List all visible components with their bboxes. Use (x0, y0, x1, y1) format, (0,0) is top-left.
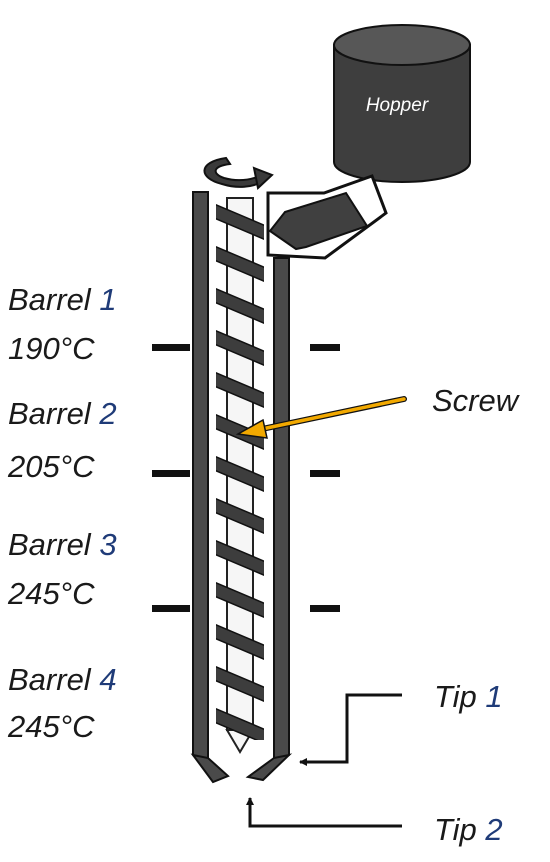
screw-flight-9 (216, 540, 264, 576)
zone-2-temp: 205°C (7, 449, 95, 484)
barrel (190, 191, 293, 784)
screw-flight-12 (216, 666, 264, 702)
tip-callouts: Tip 1 Tip 2 (246, 679, 503, 847)
screw-flight-5 (216, 372, 264, 408)
rotation-arrow-head (252, 166, 274, 190)
screw-flight-3 (216, 288, 264, 324)
hopper-cylinder-body (333, 44, 471, 183)
zone-1-temp: 190°C (8, 331, 95, 366)
screw-pointer-head (235, 418, 268, 439)
barrel-left-nozzle (190, 753, 230, 784)
barrel-right-wall (273, 257, 290, 762)
zone-marker-left-3 (152, 605, 190, 612)
screw-flight-7 (216, 456, 264, 492)
tip-1-label: Tip 1 (434, 679, 503, 714)
zone-markers (152, 344, 340, 612)
hopper: Hopper (266, 24, 471, 260)
tip-2-leader (246, 797, 402, 828)
screw-flight-13 (216, 708, 264, 740)
barrel-left-wall (192, 191, 209, 759)
zone-4-title: Barrel 4 (8, 662, 117, 697)
zone-1-title: Barrel 1 (8, 282, 117, 317)
screw (216, 197, 264, 754)
hopper-feed-block-arrow (268, 191, 369, 251)
screw-flight-2 (216, 246, 264, 282)
rotation-arrow (203, 156, 274, 190)
zone-marker-right-2 (310, 470, 340, 477)
screw-flight-1 (216, 204, 264, 240)
rotation-arrow-band (203, 156, 264, 188)
screw-flight-11 (216, 624, 264, 660)
zone-4-temp: 245°C (7, 709, 95, 744)
zone-3-temp: 245°C (7, 576, 95, 611)
hopper-cylinder-top (333, 24, 471, 66)
screw-pointer-fill (260, 397, 406, 431)
zone-marker-right-1 (310, 344, 340, 351)
zone-labels: Barrel 1 190°C Barrel 2 205°C Barrel 3 2… (7, 282, 117, 744)
screw-flight-4 (216, 330, 264, 366)
zone-3-title: Barrel 3 (8, 527, 117, 562)
screw-label: Screw (432, 383, 521, 418)
screw-flight-8 (216, 498, 264, 534)
screw-callout: Screw (235, 383, 521, 439)
barrel-right-nozzle (245, 753, 293, 782)
tip-1-leader (299, 693, 402, 766)
zone-marker-right-3 (310, 605, 340, 612)
hopper-label: Hopper (366, 95, 429, 116)
zone-marker-left-1 (152, 344, 190, 351)
tip-2-label: Tip 2 (434, 812, 503, 847)
zone-2-title: Barrel 2 (8, 396, 117, 431)
zone-marker-left-2 (152, 470, 190, 477)
screw-flight-10 (216, 582, 264, 618)
